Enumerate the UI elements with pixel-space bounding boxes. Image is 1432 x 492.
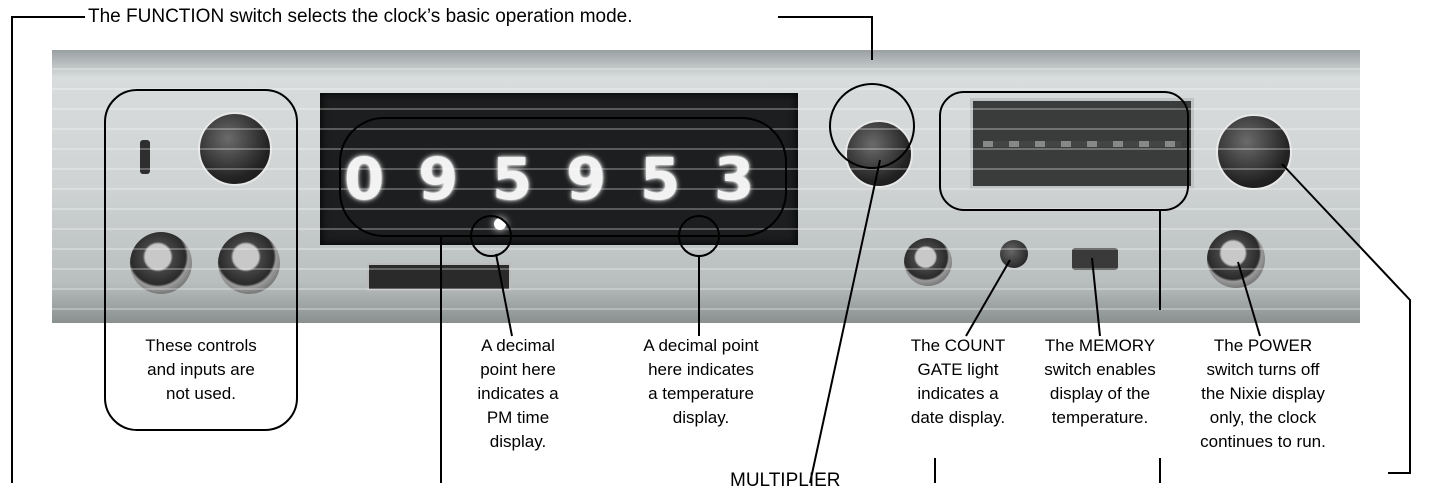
temp-decimal-label: A decimal point here indicates a tempera… (643, 336, 759, 427)
power-switch-leader (1237, 261, 1261, 337)
nixie-digit: 9 (418, 145, 459, 213)
device-photo: 0 9 5 9 5 3 (52, 50, 1360, 323)
function-switch-caption: The FUNCTION switch selects the clock’s … (88, 6, 633, 28)
display-knob-leader (1281, 163, 1411, 474)
multiplier-leader (809, 159, 881, 483)
nixie-digit: 5 (492, 145, 533, 213)
memory-switch-leader (1091, 257, 1101, 337)
nixie-digit: 5 (640, 145, 681, 213)
nixie-digit: 3 (714, 145, 755, 213)
unused-input-jack-b (218, 232, 280, 294)
multiplier-caption: MULTIPLIER (730, 470, 841, 491)
function-switch-highlight (829, 83, 915, 169)
pm-decimal-label: A decimal point here indicates a PM time… (477, 336, 559, 451)
unused-toggle-switch (140, 140, 150, 174)
unused-controls-box (104, 89, 298, 431)
count-gate-label: The COUNT GATE light indicates a date di… (910, 336, 1006, 427)
nixie-digit: 9 (566, 145, 607, 213)
unused-input-jack-a (130, 232, 192, 294)
unused-controls-label: These controls and inputs are not used. (145, 336, 257, 403)
memory-switch-label: The MEMORY switch enables display of the… (1044, 336, 1156, 427)
count-gate-leader (965, 259, 1011, 337)
nameplate-badge (367, 263, 511, 291)
display-time-knob (1216, 114, 1292, 190)
nixie-highlight-box (339, 117, 787, 237)
function-caption-left-leader (11, 16, 85, 483)
count-gate-light (1000, 240, 1028, 268)
power-switch (1207, 230, 1265, 288)
pm-decimal-leader (495, 253, 513, 337)
function-switch-knob (845, 120, 913, 188)
memory-window-highlight (939, 91, 1189, 211)
nixie-digit: 0 (344, 145, 385, 213)
reset-button (904, 238, 952, 286)
pm-decimal-highlight (470, 215, 512, 257)
unused-knob (198, 112, 272, 186)
memory-display-window (970, 98, 1194, 189)
memory-switch (1072, 248, 1118, 270)
function-caption-right-leader (778, 16, 873, 60)
power-switch-label: The POWER switch turns off the Nixie dis… (1200, 336, 1326, 451)
